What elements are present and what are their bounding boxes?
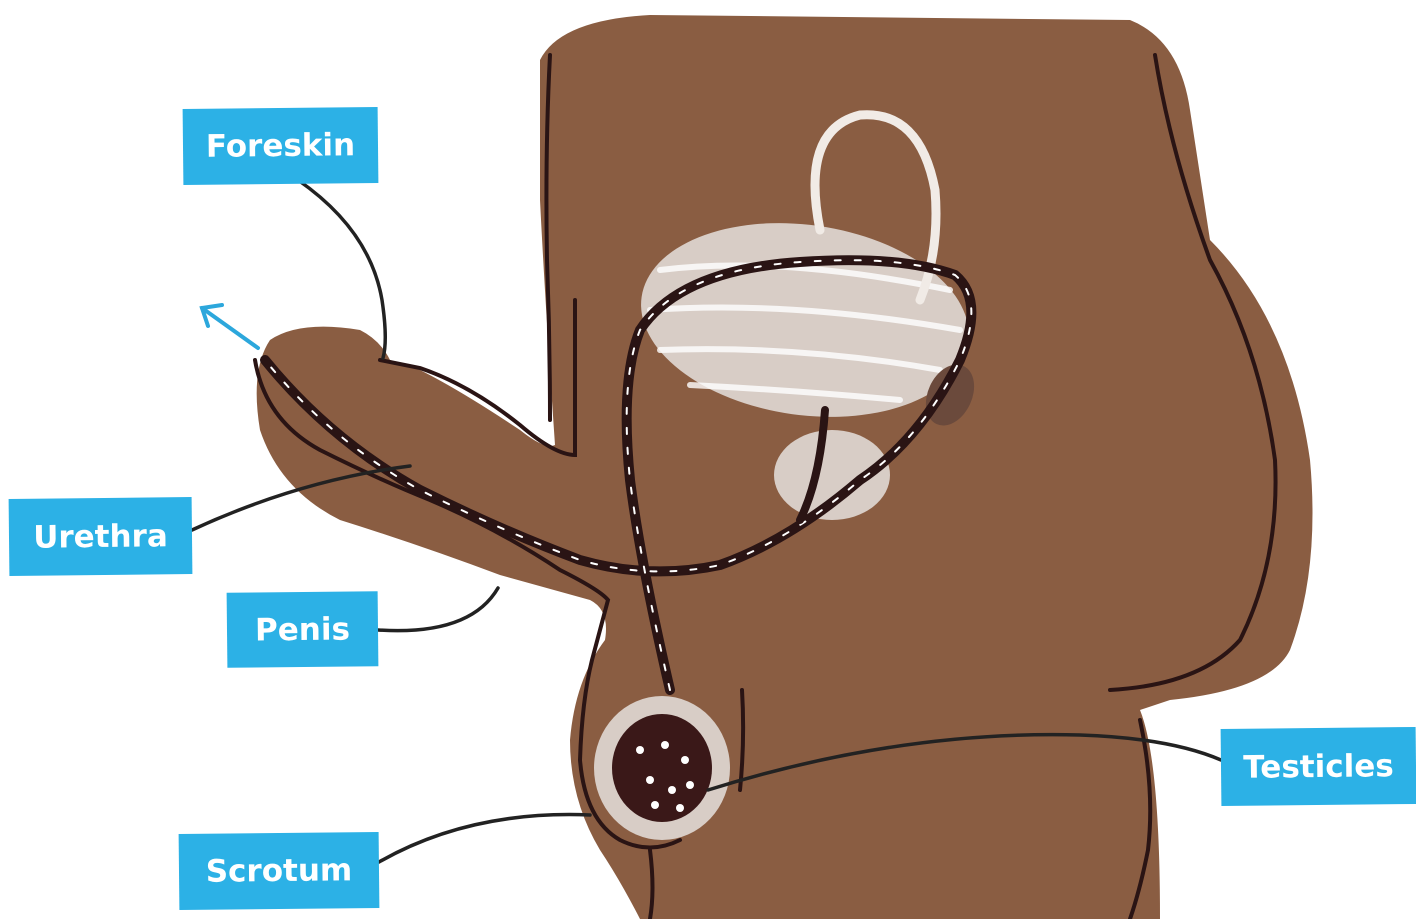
testicle-inner (612, 714, 712, 822)
label-scrotum: Scrotum (179, 832, 380, 910)
arrow-icon (202, 305, 258, 348)
label-penis: Penis (227, 591, 379, 668)
leader-line-penis (378, 588, 498, 631)
label-testicles: Testicles (1221, 727, 1416, 806)
label-foreskin: Foreskin (183, 107, 379, 185)
label-urethra: Urethra (9, 497, 193, 576)
leader-line-scrotum (379, 815, 590, 862)
